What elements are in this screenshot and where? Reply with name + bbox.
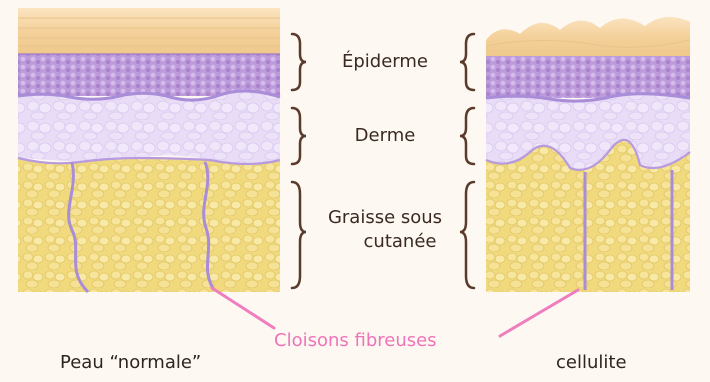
normal-skin-block: [18, 8, 280, 292]
normal-dermis: [18, 91, 280, 164]
caption-normal-skin: Peau “normale”: [60, 352, 201, 373]
cellulite-dermis: [486, 94, 690, 170]
cellulite-epidermis-top: [486, 17, 690, 56]
brace-left-epidermis: [292, 34, 306, 90]
cellulite-skin-block: [486, 17, 690, 292]
pointer-right: [500, 290, 578, 336]
label-fat-line2: cutanée: [300, 230, 470, 254]
brace-right-epidermis: [460, 34, 474, 90]
normal-fat: [18, 158, 280, 292]
label-fat: Graisse sous cutanée: [300, 206, 470, 254]
pointer-left: [212, 288, 274, 328]
brace-right-dermis: [460, 108, 474, 164]
fiber-pointers: [212, 288, 578, 336]
label-epidermis: Épiderme: [310, 50, 460, 74]
cellulite-basal-layer: [486, 56, 690, 98]
label-dermis: Derme: [310, 124, 460, 148]
brace-left-dermis: [292, 108, 306, 164]
label-fibrous-septa: Cloisons fibreuses: [274, 330, 437, 351]
normal-epidermis-top: [18, 8, 280, 54]
label-fat-line1: Graisse sous: [300, 206, 470, 230]
caption-cellulite: cellulite: [556, 352, 627, 373]
